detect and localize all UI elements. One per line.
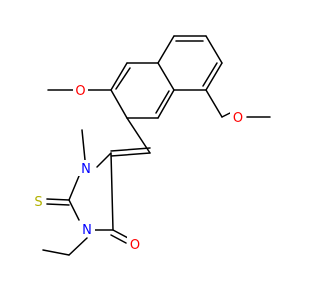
- bond: [202, 62, 218, 87]
- bond: [110, 62, 128, 91]
- bond: [68, 175, 80, 201]
- bond: [68, 237, 88, 256]
- atom-s-thione: S: [31, 193, 46, 210]
- atom-o-methoxy-2: O: [73, 82, 88, 99]
- bond: [205, 89, 223, 118]
- atom-label: N: [82, 223, 92, 238]
- atom-n1: N: [78, 160, 94, 177]
- bond: [110, 234, 127, 244]
- bond: [81, 129, 86, 161]
- bond: [110, 147, 151, 152]
- bond: [157, 62, 175, 91]
- molecule-structure-diagram: O O N N S O: [31, 35, 271, 256]
- bond: [96, 152, 112, 168]
- atom-label: O: [130, 238, 140, 253]
- bond: [157, 35, 175, 64]
- bond: [46, 198, 70, 201]
- bond: [68, 199, 80, 221]
- bond: [110, 89, 128, 119]
- bond: [205, 62, 223, 91]
- bond: [221, 112, 231, 118]
- bond: [110, 152, 151, 157]
- bond: [157, 89, 175, 119]
- bond: [115, 67, 131, 90]
- atom-label: O: [75, 84, 85, 99]
- bond: [155, 90, 170, 114]
- bond: [42, 249, 70, 256]
- bond: [205, 35, 223, 64]
- bond: [112, 229, 129, 239]
- atom-n3: N: [79, 221, 95, 238]
- atom-label: N: [81, 162, 91, 177]
- bond: [126, 117, 151, 154]
- atom-label: S: [34, 195, 42, 210]
- atom-label: O: [233, 111, 243, 126]
- atom-o-carbonyl: O: [127, 236, 143, 253]
- bond: [46, 203, 70, 206]
- bond: [110, 152, 114, 231]
- atom-o-methoxy-7: O: [230, 109, 246, 126]
- bonds: [42, 35, 271, 256]
- atom-labels: O O N N S O: [31, 82, 246, 253]
